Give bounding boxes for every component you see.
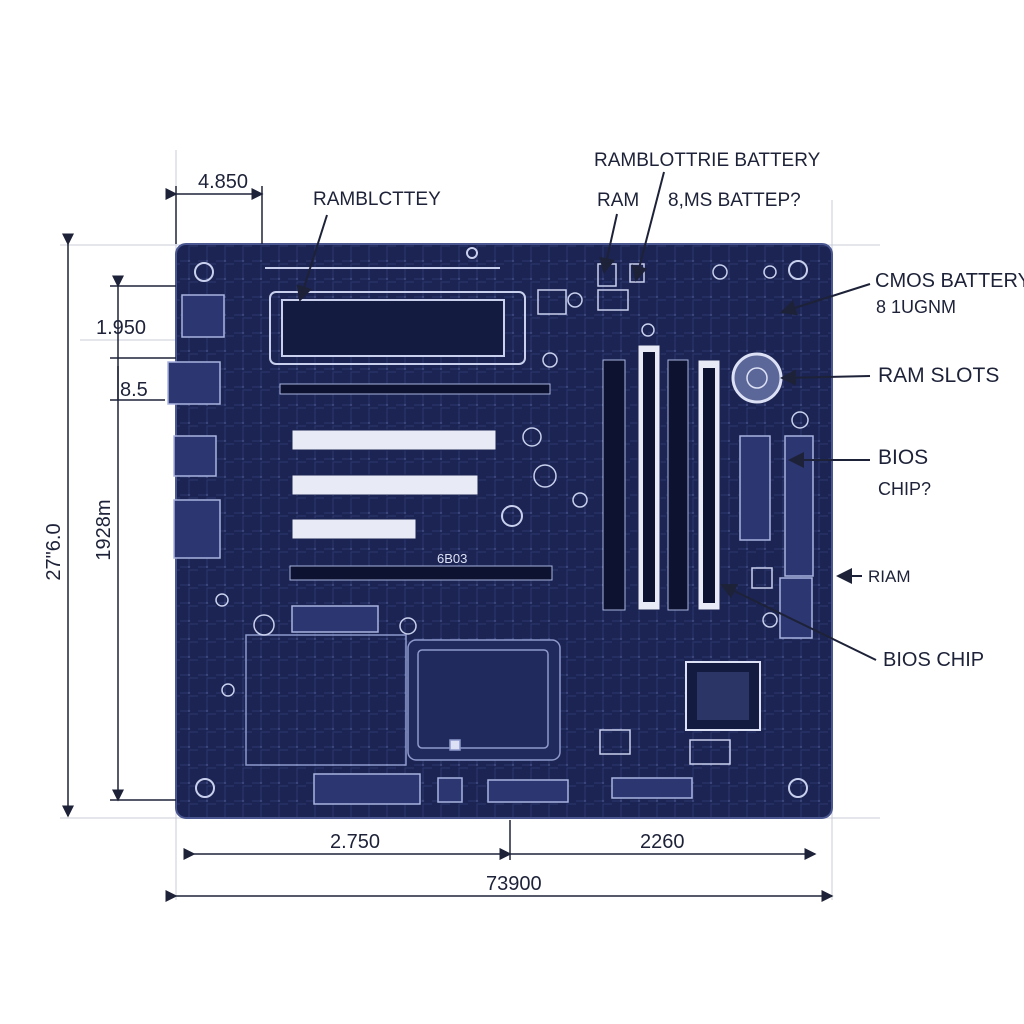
- motherboard: 6B03: [167, 243, 833, 819]
- dim-left-outer: 27"6.0: [43, 523, 65, 580]
- cpu-socket: [265, 267, 526, 365]
- dim-left-small: 1.950: [96, 317, 146, 339]
- dim-bottom-right: 2260: [640, 831, 685, 853]
- io-ports: [167, 294, 225, 559]
- dimension-lines: [62, 186, 834, 902]
- cmos-battery: [731, 352, 783, 404]
- label-top-left: RAMBLCTTEY: [313, 189, 441, 210]
- ram-slots: [602, 344, 721, 611]
- lower-area: [245, 634, 561, 766]
- dim-left-inner: 1928m: [93, 499, 115, 560]
- label-top-ram: RAM: [597, 190, 639, 211]
- dim-top-width: 4.850: [198, 171, 248, 193]
- label-bios-chip: BIOS CHIP: [883, 649, 984, 671]
- label-top-center-1: RAMBLOTTRIE BATTERY: [594, 150, 821, 171]
- label-cmos-sub: 8 1UGNM: [876, 297, 956, 317]
- dim-bottom-left: 2.750: [330, 831, 380, 853]
- right-connectors: [739, 435, 814, 639]
- small-components: [215, 263, 809, 765]
- bottom-headers: [291, 605, 693, 805]
- board-print-label: 6B03: [437, 551, 467, 566]
- label-cmos-battery: CMOS BATTERY: [875, 270, 1024, 292]
- bios-chip: [685, 661, 761, 731]
- label-ram-slots: RAM SLOTS: [878, 364, 999, 387]
- label-riam: RIAM: [868, 567, 911, 586]
- dim-bottom-total: 73900: [486, 873, 542, 895]
- pcie-slots: [279, 383, 553, 581]
- label-chip: CHIP?: [878, 479, 931, 499]
- dimension-labels: 4.850 1.950 8.5 27"6.0 1928m 2.750 2260 …: [43, 171, 685, 895]
- callouts: RAMBLCTTEY RAMBLOTTRIE BATTERY RAM 8,MS …: [296, 150, 1024, 671]
- label-top-center-2: 8,MS BATTEP?: [668, 190, 801, 211]
- dim-left-tiny: 8.5: [120, 379, 148, 401]
- mounting-holes: [194, 247, 808, 798]
- label-bios: BIOS: [878, 446, 928, 469]
